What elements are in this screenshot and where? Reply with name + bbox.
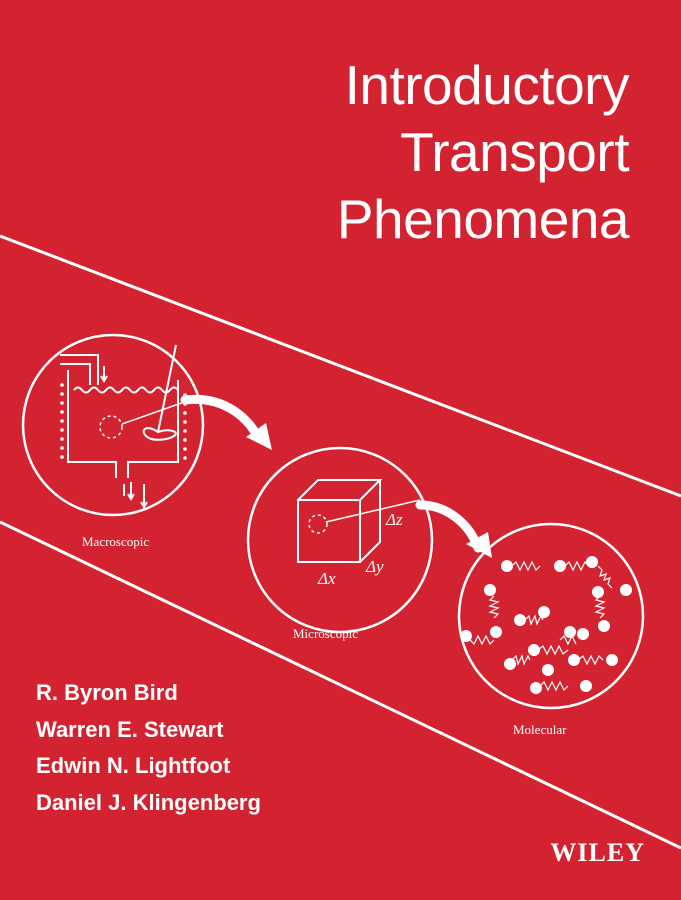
cube-edges bbox=[297, 479, 383, 563]
publisher-logo: WILEY bbox=[550, 838, 645, 867]
microscopic-label: Microscopic bbox=[293, 626, 358, 641]
microscopic-diagram bbox=[246, 446, 434, 634]
zoom-line-micro bbox=[325, 499, 421, 523]
stirrer-shaft bbox=[157, 344, 177, 433]
macroscopic-circle bbox=[21, 333, 205, 517]
outlet-arrow bbox=[127, 482, 135, 501]
fluid-element bbox=[99, 415, 123, 439]
inlet-pipe bbox=[60, 354, 99, 385]
liquid-surface bbox=[73, 386, 179, 394]
band-line-lower bbox=[0, 520, 681, 850]
cube-front bbox=[297, 499, 361, 563]
title-line-2: Transport bbox=[400, 121, 629, 183]
band-line-upper bbox=[0, 234, 681, 498]
zoom-line-macro bbox=[121, 399, 191, 425]
stirrer-impeller bbox=[142, 427, 177, 441]
cube-element bbox=[308, 514, 328, 534]
author-3: Edwin N. Lightfoot bbox=[36, 753, 231, 778]
arrow-head-1 bbox=[246, 423, 272, 450]
author-list: R. Byron Bird Warren E. Stewart Edwin N.… bbox=[36, 675, 261, 821]
inlet-arrow bbox=[100, 366, 108, 383]
molecular-label: Molecular bbox=[513, 722, 567, 737]
macroscopic-diagram bbox=[21, 333, 205, 517]
outlet-stream bbox=[140, 484, 148, 509]
book-title: Introductory Transport Phenomena bbox=[336, 52, 630, 253]
arrow-macro-to-micro bbox=[180, 394, 263, 443]
author-1: R. Byron Bird bbox=[36, 680, 178, 705]
author-4: Daniel J. Klingenberg bbox=[36, 789, 261, 815]
molecular-diagram bbox=[457, 522, 645, 710]
molecule-springs bbox=[469, 560, 613, 692]
tank-vessel bbox=[67, 370, 179, 478]
delta-x-label: Δx bbox=[317, 569, 336, 588]
title-line-1: Introductory bbox=[344, 54, 630, 116]
molecule-atoms bbox=[460, 556, 632, 694]
delta-z-label: Δz bbox=[385, 510, 403, 529]
author-2: Warren E. Stewart bbox=[36, 716, 224, 742]
tank-wall-dots bbox=[60, 383, 187, 460]
microscopic-circle bbox=[246, 446, 434, 634]
molecular-circle bbox=[457, 522, 645, 710]
delta-y-label: Δy bbox=[365, 557, 384, 576]
macroscopic-label: Macroscopic bbox=[82, 534, 149, 549]
title-line-3: Phenomena bbox=[336, 188, 630, 250]
